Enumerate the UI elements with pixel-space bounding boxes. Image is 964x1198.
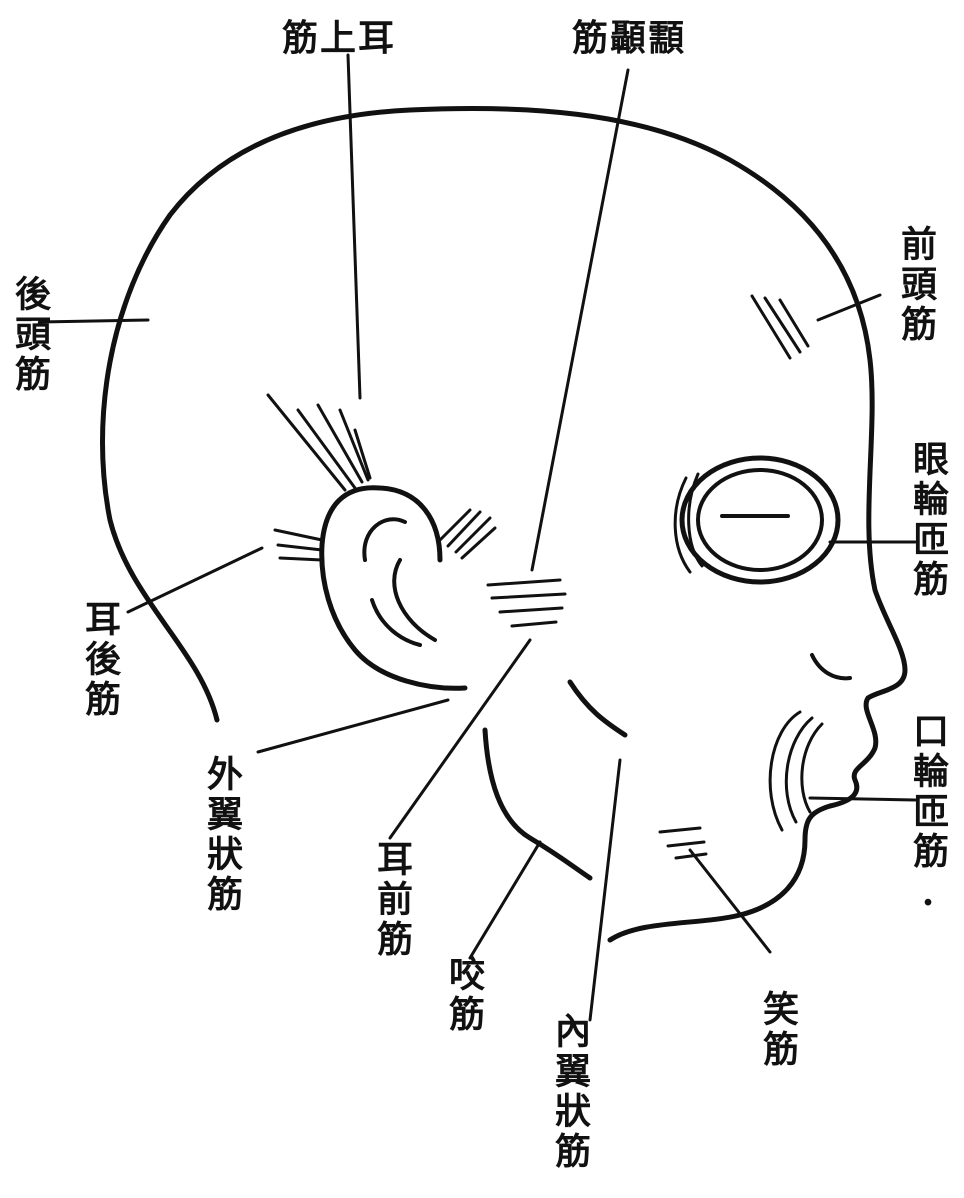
temporalis-strokes [486,578,567,628]
ear-inner-fold [362,517,407,562]
label-temporalis: 筋顳顬 [572,17,687,59]
label-pterygoid-lateral: 外翼狀筋 [201,755,243,915]
label-masseter: 咬筋 [443,955,485,1035]
orbicularis-oris-strokes [768,710,824,832]
cheek-line [567,679,628,738]
jaw-line [482,727,593,881]
nostril [810,653,852,681]
label-orbicularis-oris: 口輪匝筋. [907,712,949,918]
auricularis-superior-strokes [266,393,372,492]
label-auricularis-anterior: 耳前筋 [371,840,413,960]
auricularis-posterior-strokes [273,528,324,562]
label-auricularis-superior: 筋上耳 [282,17,397,59]
ear-tragus [370,598,422,647]
label-auricularis-posterior: 耳後筋 [79,600,121,720]
orbicularis-oculi-strokes [673,472,704,574]
risorius-strokes [658,826,708,860]
auricularis-anterior-strokes [438,508,497,560]
eye-inner-ring [696,468,824,572]
frontalis-strokes [750,294,810,360]
head-outline [100,105,908,943]
eye-outer-ring [679,455,841,585]
leader-lines [38,53,917,1022]
ear-concha [392,558,437,642]
label-risorius: 笑筋 [757,990,799,1070]
label-pterygoid-medial: 內翼狀筋 [549,1012,591,1172]
label-frontalis: 前頭筋 [895,225,937,345]
ear-outline [319,485,468,691]
label-orbicularis-oculi: 眼輪匝筋 [907,440,949,600]
label-occipitalis: 後頭筋 [9,275,51,395]
